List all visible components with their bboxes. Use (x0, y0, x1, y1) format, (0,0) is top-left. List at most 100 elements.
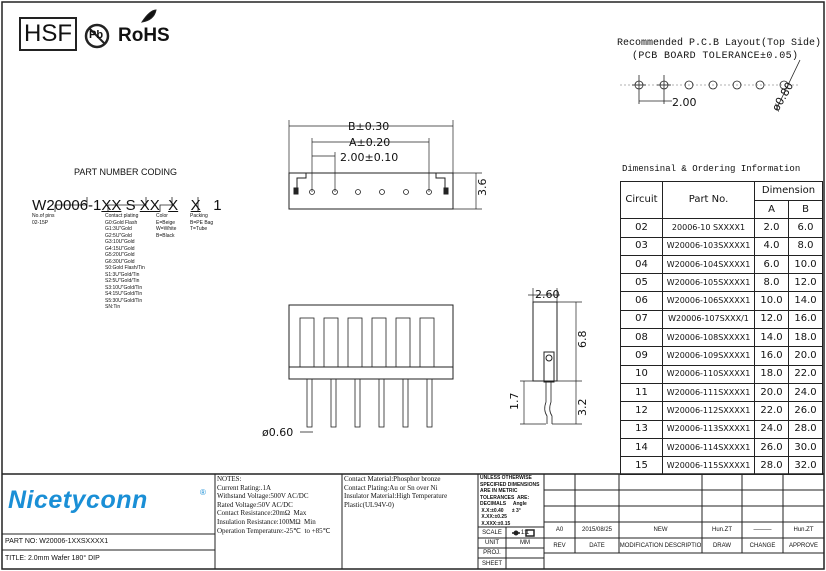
coding-title: PART NUMBER CODING (74, 167, 178, 177)
hsf-logo: HSF (24, 20, 72, 47)
plating-option: S3:10U"Gold/Tin (105, 284, 143, 291)
dim-height: 3.6 (476, 179, 489, 197)
date-header: DATE (589, 542, 605, 549)
dim-height-side: 6.8 (576, 331, 589, 349)
cell-circuit: 02 (620, 218, 663, 238)
code-packing: X (190, 197, 201, 214)
top-view (288, 120, 482, 210)
plating-option: S5:30U"Gold/Tin (105, 297, 143, 304)
cell-circuit: 03 (620, 236, 663, 256)
plating-option: G4:15U"Gold (105, 245, 135, 252)
desc-value: NEW (653, 527, 668, 533)
dim-width: 2.60 (535, 288, 560, 301)
side-view (520, 288, 582, 425)
dim-pin-dia: ø0.60 (262, 426, 293, 439)
cell-b: 24.0 (788, 382, 823, 403)
cell-b: 18.0 (788, 328, 823, 348)
cell-part: W20006-104SXXXX1 (662, 254, 755, 275)
cell-b: 20.0 (788, 346, 823, 366)
cell-circuit: 09 (620, 346, 663, 366)
cell-b: 28.0 (788, 419, 823, 439)
code-pins: XX (101, 197, 122, 214)
cell-part: W20006-112SXXXX1 (662, 401, 755, 421)
plating-option: S1:3U"Gold/Tin (105, 271, 140, 278)
table-title: Dimensinal & Ordering Information (622, 164, 801, 174)
pcb-subtitle: (PCB BOARD TOLERANCE±0.05) (632, 51, 799, 62)
dim-pitch: 2.00±0.10 (340, 151, 398, 164)
front-view (288, 304, 454, 433)
pcb-layout (620, 59, 801, 111)
cell-circuit: 06 (620, 291, 663, 311)
cell-part: W20006-107SXXX/1 (662, 309, 755, 330)
cell-a: 4.0 (754, 236, 789, 256)
cell-a: 2.0 (754, 218, 789, 238)
header-dimension: Dimension (754, 181, 823, 201)
cell-circuit: 11 (620, 382, 663, 403)
cell-circuit: 10 (620, 364, 663, 384)
cell-b: 26.0 (788, 401, 823, 421)
scale-label: SCALE (482, 529, 502, 536)
plating-option: G3:10U"Gold (105, 239, 135, 245)
plating-option: S0:Gold Flash/Tin (105, 265, 145, 271)
draw-header: DRAW (712, 542, 732, 549)
drawing-title: TITLE: 2.0mm Wafer 180° DIP (5, 555, 100, 562)
pb-free-icon: Pb (89, 29, 104, 41)
dim-b: B±0.30 (348, 120, 389, 133)
cell-a: 20.0 (754, 382, 789, 403)
header-a: A (754, 199, 789, 220)
part-code: W20006-1XX S XX X X 1 (28, 180, 222, 214)
cell-part: W20006-113SXXXX1 (662, 419, 755, 439)
unit-label: UNIT (485, 540, 499, 546)
cell-b: 8.0 (788, 236, 823, 256)
cell-a: 8.0 (754, 273, 789, 293)
plating-option: G5:20U"Gold (105, 252, 135, 258)
cell-part: W20006-105SXXXX1 (662, 273, 755, 293)
code-color: X (168, 197, 179, 214)
materials: Contact Material:Phosphor bronze Contact… (344, 475, 448, 509)
approve-header: APPROVE (788, 542, 818, 549)
cell-b: 16.0 (788, 309, 823, 330)
dim-a: A±0.20 (349, 136, 390, 149)
date-value: 2015/08/25 (581, 527, 613, 533)
cell-a: 22.0 (754, 401, 789, 421)
company-logo: Nicetyconn (8, 486, 148, 514)
cell-b: 10.0 (788, 254, 823, 275)
cell-part: 20006-10 SXXXX1 (662, 218, 755, 238)
plating-option: G1:3U"Gold (105, 226, 132, 232)
header-circuit: Circuit (620, 180, 663, 220)
cell-part: W20006-111SXXXX1 (662, 382, 755, 403)
cell-part: W20006-109SXXXX1 (662, 346, 755, 366)
cell-a: 10.0 (754, 291, 789, 311)
code-plating: XX (139, 197, 160, 214)
cell-circuit: 08 (620, 328, 663, 348)
registered-mark: ® (200, 488, 206, 497)
cell-circuit: 12 (620, 401, 663, 421)
plating-option: G0:Gold Flash (105, 219, 138, 226)
desc-header: MODIFICATION DESCRIPTIO (619, 542, 702, 549)
cell-part: W20006-103SXXXX1 (662, 236, 755, 256)
cell-a: 24.0 (754, 419, 789, 439)
code-suffix: 1 (213, 197, 222, 214)
cell-part: W20006-106SXXXX1 (662, 291, 755, 311)
cell-circuit: 14 (620, 437, 663, 458)
part-no: PART NO: W20006-1XXSXXXX1 (5, 538, 109, 545)
plating-option: S4:15U"Gold/Tin (105, 291, 143, 297)
cell-circuit: 13 (620, 419, 663, 439)
cell-part: W20006-108SXXXX1 (662, 328, 755, 348)
change-value: ——— (753, 527, 772, 533)
cell-b: 22.0 (788, 364, 823, 384)
rev-header: REV (553, 542, 566, 549)
plating-option: Contact plating (105, 213, 139, 219)
